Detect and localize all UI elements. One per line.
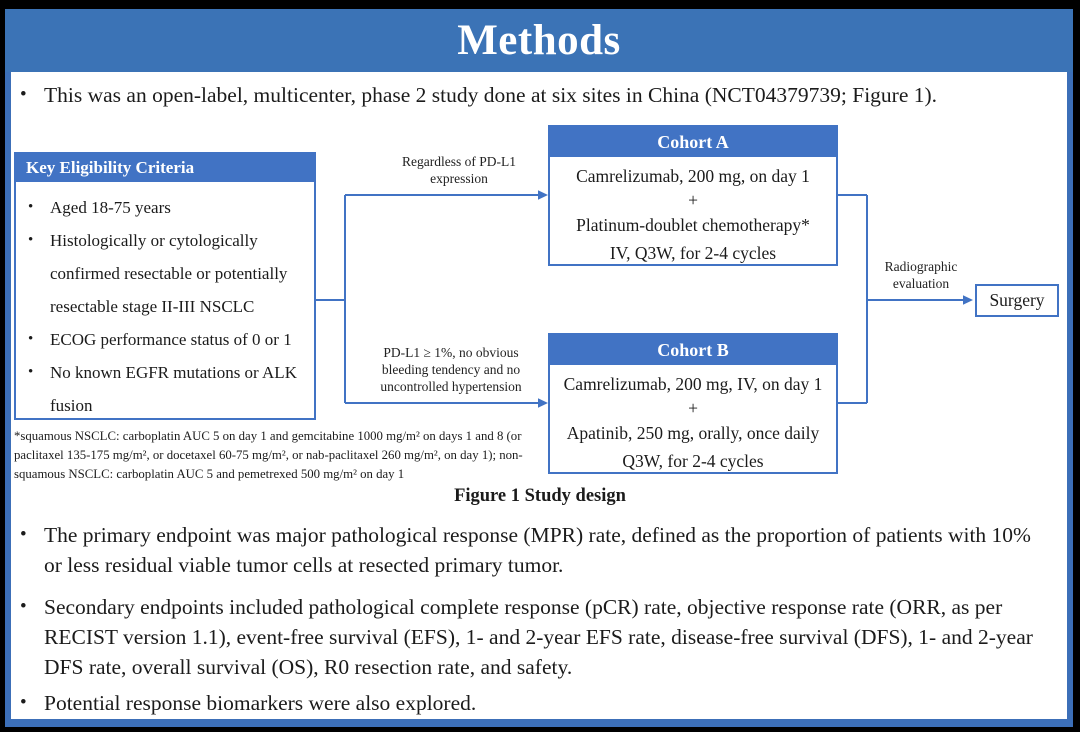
primary-endpoint-bullet: • The primary endpoint was major patholo… xyxy=(20,520,1052,580)
cohort-a-line: Platinum-doublet chemotherapy* xyxy=(576,215,810,235)
bullet-marker: • xyxy=(20,596,27,617)
arrowhead-cohort-b xyxy=(538,398,548,408)
bullet-marker: • xyxy=(20,84,27,105)
eligibility-list: Aged 18-75 years Histologically or cytol… xyxy=(16,191,314,422)
figure-caption: Figure 1 Study design xyxy=(454,486,626,506)
secondary-endpoints-bullet: • Secondary endpoints included pathologi… xyxy=(20,592,1052,682)
biomarkers-bullet: • Potential response biomarkers were als… xyxy=(20,688,1052,718)
bullet-marker: • xyxy=(20,524,27,545)
surgery-box: Surgery xyxy=(975,284,1059,317)
secondary-endpoints-text: Secondary endpoints included pathologica… xyxy=(44,595,1033,679)
plus-sign: + xyxy=(688,190,698,210)
cohort-b-line: Camrelizumab, 200 mg, IV, on day 1 xyxy=(563,374,823,394)
cohort-b-line: Q3W, for 2-4 cycles xyxy=(622,451,764,471)
radiographic-evaluation-label: Radiographic evaluation xyxy=(884,259,958,291)
arrowhead-surgery xyxy=(963,295,973,305)
eligibility-item: Aged 18-75 years xyxy=(26,191,308,224)
cohort-a-header: Cohort A xyxy=(550,127,836,157)
branch-label-bottom: PD-L1 ≥ 1%, no obvious bleeding tendency… xyxy=(380,345,522,394)
bullet-marker: • xyxy=(20,692,27,713)
branch-label-top: Regardless of PD-L1 expression xyxy=(402,154,516,186)
arrowhead-cohort-a xyxy=(538,190,548,200)
intro-bullet-text: This was an open-label, multicenter, pha… xyxy=(44,83,938,107)
chemotherapy-footnote: *squamous NSCLC: carboplatin AUC 5 on da… xyxy=(14,429,523,481)
page-title: Methods xyxy=(457,17,621,64)
biomarkers-text: Potential response biomarkers were also … xyxy=(44,691,477,715)
cohort-b-header: Cohort B xyxy=(550,335,836,365)
eligibility-header: Key Eligibility Criteria xyxy=(16,154,314,182)
title-band: Methods xyxy=(5,9,1073,72)
eligibility-item: No known EGFR mutations or ALK fusion xyxy=(26,356,308,422)
cohort-a-line: Camrelizumab, 200 mg, on day 1 xyxy=(576,166,810,186)
intro-bullet: • This was an open-label, multicenter, p… xyxy=(20,80,1052,110)
plus-sign: + xyxy=(688,398,698,418)
primary-endpoint-text: The primary endpoint was major pathologi… xyxy=(44,523,1031,577)
cohort-a-line: IV, Q3W, for 2-4 cycles xyxy=(609,243,777,263)
cohort-b-box: Cohort B Camrelizumab, 200 mg, IV, on da… xyxy=(548,333,838,474)
eligibility-box: Key Eligibility Criteria Aged 18-75 year… xyxy=(14,152,316,420)
eligibility-item: Histologically or cytologically confirme… xyxy=(26,224,308,323)
cohort-a-box: Cohort A Camrelizumab, 200 mg, on day 1 … xyxy=(548,125,838,266)
cohort-b-line: Apatinib, 250 mg, orally, once daily xyxy=(566,423,820,443)
eligibility-item: ECOG performance status of 0 or 1 xyxy=(26,323,308,356)
